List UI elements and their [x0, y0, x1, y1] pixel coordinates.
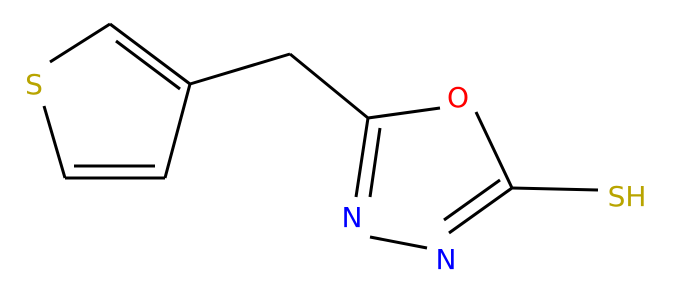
bond-n-c2ox [448, 186, 513, 235]
bond-o-c2ox [474, 111, 514, 189]
bond-c2-c3 [109, 22, 191, 86]
bond-s-c2 [49, 22, 111, 64]
bond-c5ox-n [354, 117, 370, 198]
bond-n-c2ox-inner [443, 178, 501, 222]
bond-c3-ch2 [189, 52, 291, 86]
bond-c2ox-sh [511, 186, 599, 192]
atom-nitrogen-4: N [436, 243, 457, 276]
bond-c5-s [42, 105, 67, 179]
bond-c2-c3-inner [115, 39, 181, 91]
bonds [42, 22, 599, 250]
atom-sulfur-ring: S [25, 68, 43, 101]
atom-nitrogen-3: N [342, 201, 363, 234]
atom-labels: S O N N SH [25, 68, 646, 276]
bond-c5ox-n-inner [368, 127, 382, 198]
bond-n-n [369, 235, 428, 250]
bond-ch2-c5ox [289, 52, 369, 120]
atom-thiol: SH [608, 180, 647, 213]
bond-c5ox-o [367, 106, 441, 120]
atom-oxygen: O [447, 81, 469, 114]
bond-c3-c4 [163, 83, 192, 179]
